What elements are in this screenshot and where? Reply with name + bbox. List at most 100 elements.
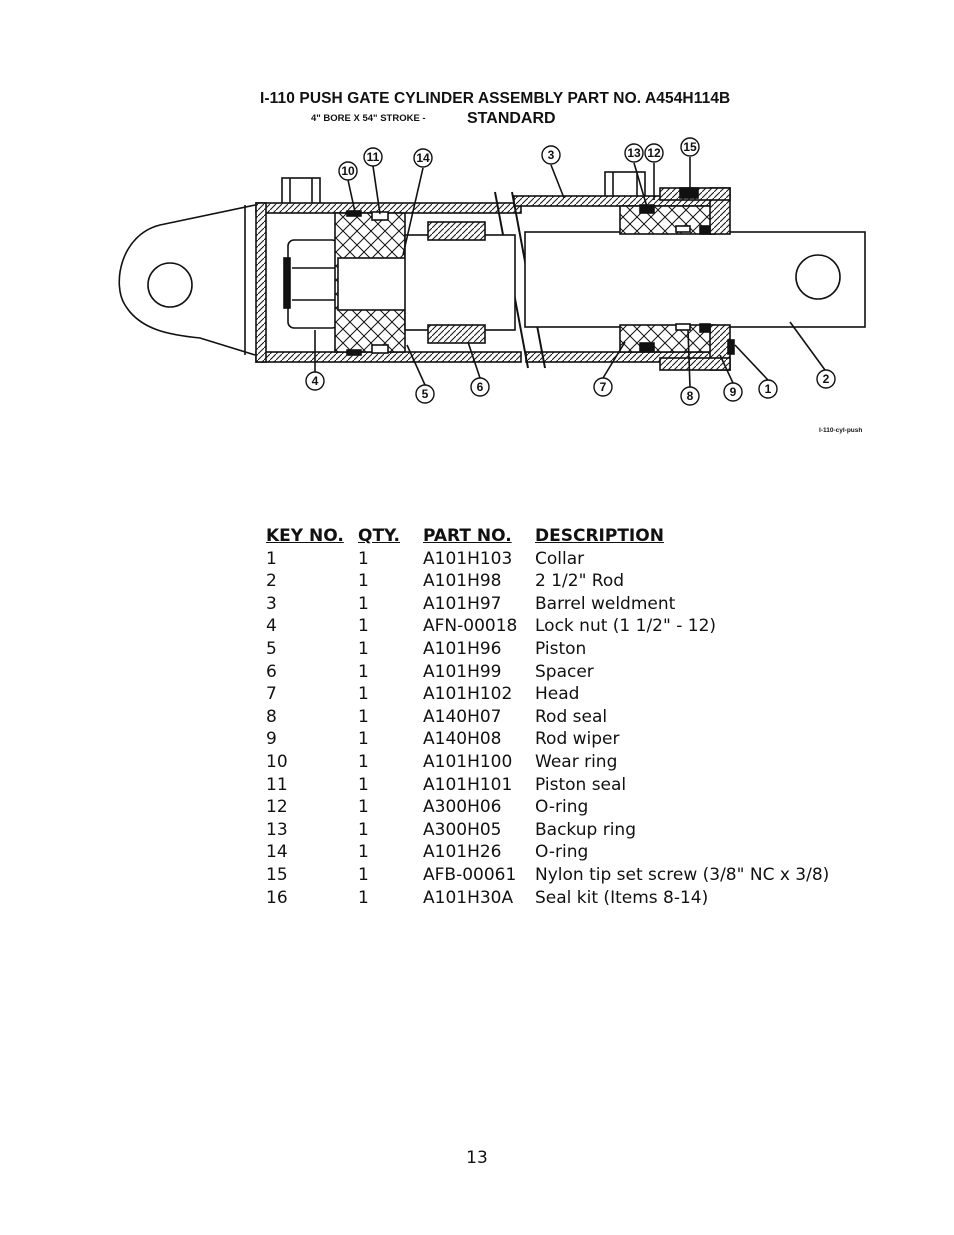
- page-number: 13: [466, 1148, 488, 1168]
- key-no-cell: 12: [266, 797, 288, 818]
- qty-cell: 1: [358, 729, 369, 750]
- part-no-cell: A101H96: [423, 638, 502, 659]
- key-no-cell: 15: [266, 864, 288, 885]
- svg-text:9: 9: [730, 385, 737, 399]
- qty-cell: 1: [358, 638, 369, 659]
- variant-label: STANDARD: [467, 110, 556, 127]
- key-no-cell: 5: [266, 638, 277, 659]
- qty-cell: 1: [358, 593, 369, 614]
- qty-cell: 1: [358, 751, 369, 772]
- callout-5: 5: [415, 384, 435, 404]
- key-no-cell: 11: [266, 774, 288, 795]
- svg-text:4: 4: [312, 374, 319, 388]
- svg-text:3: 3: [548, 148, 555, 162]
- description-cell: Rod wiper: [535, 729, 620, 750]
- key-no-cell: 2: [266, 571, 277, 592]
- description-cell: Rod seal: [535, 706, 608, 727]
- key-no-cell: 6: [266, 661, 277, 682]
- description-cell: 2 1/2" Rod: [535, 571, 625, 592]
- description-cell: Backup ring: [535, 819, 636, 840]
- svg-text:10: 10: [341, 164, 355, 178]
- header-part-no: PART NO.: [423, 526, 512, 546]
- header-key-no: KEY NO.: [266, 526, 344, 546]
- svg-text:14: 14: [416, 151, 430, 165]
- description-cell: Spacer: [535, 661, 594, 682]
- key-no-cell: 14: [266, 842, 288, 863]
- header-description: DESCRIPTION: [535, 526, 664, 546]
- key-no-cell: 1: [266, 548, 277, 569]
- qty-cell: 1: [358, 661, 369, 682]
- part-no-cell: A101H100: [423, 751, 513, 772]
- part-no-cell: A101H102: [423, 684, 513, 705]
- callout-13: 13: [624, 143, 644, 163]
- description-cell: Wear ring: [535, 751, 618, 772]
- key-no-cell: 9: [266, 729, 277, 750]
- header-qty: QTY.: [358, 526, 401, 546]
- part-no-cell: AFN-00018: [423, 616, 518, 637]
- callout-1: 1: [758, 379, 778, 399]
- key-no-cell: 13: [266, 819, 288, 840]
- svg-text:15: 15: [683, 140, 697, 154]
- description-cell: Head: [535, 684, 580, 705]
- qty-cell: 1: [358, 842, 369, 863]
- cylinder-assembly-drawing: 10 11 14 3 13 12 15 4 5 6 7 8 9 1 2: [118, 137, 866, 406]
- part-no-cell: A140H07: [423, 706, 502, 727]
- part-no-cell: A101H30A: [423, 887, 514, 908]
- description-cell: Piston: [535, 638, 587, 659]
- bore-stroke-spec: 4" BORE X 54" STROKE -: [311, 113, 426, 124]
- qty-cell: 1: [358, 864, 369, 885]
- qty-cell: 1: [358, 548, 369, 569]
- part-no-cell: A101H99: [423, 661, 502, 682]
- part-no-cell: A101H101: [423, 774, 513, 795]
- part-no-cell: AFB-00061: [423, 864, 517, 885]
- qty-cell: 1: [358, 616, 369, 637]
- description-cell: Lock nut (1 1/2" - 12): [535, 616, 717, 637]
- drawing-code: I-110-cyl-push: [819, 427, 863, 434]
- callout-10: 10: [338, 161, 358, 181]
- callout-11: 11: [363, 147, 383, 167]
- part-no-cell: A300H06: [423, 797, 502, 818]
- key-no-cell: 8: [266, 706, 277, 727]
- svg-text:7: 7: [600, 380, 607, 394]
- callout-12: 12: [644, 143, 664, 163]
- callout-8: 8: [680, 386, 700, 406]
- part-no-cell: A101H98: [423, 571, 502, 592]
- callout-6: 6: [470, 377, 490, 397]
- qty-cell: 1: [358, 571, 369, 592]
- svg-text:5: 5: [422, 387, 429, 401]
- description-cell: Nylon tip set screw (3/8" NC x 3/8): [535, 864, 830, 885]
- description-cell: O-ring: [535, 842, 589, 863]
- key-no-cell: 3: [266, 593, 277, 614]
- svg-text:12: 12: [647, 146, 661, 160]
- svg-text:1: 1: [765, 382, 772, 396]
- description-cell: Barrel weldment: [535, 593, 676, 614]
- description-cell: Piston seal: [535, 774, 627, 795]
- qty-cell: 1: [358, 797, 369, 818]
- key-no-cell: 7: [266, 684, 277, 705]
- page-title: I-110 PUSH GATE CYLINDER ASSEMBLY PART N…: [260, 90, 731, 107]
- svg-text:6: 6: [477, 380, 484, 394]
- svg-text:2: 2: [823, 372, 830, 386]
- callout-4: 4: [305, 371, 325, 391]
- description-cell: Collar: [535, 548, 585, 569]
- callout-2: 2: [816, 369, 836, 389]
- part-no-cell: A140H08: [423, 729, 502, 750]
- callout-15: 15: [680, 137, 700, 157]
- svg-text:13: 13: [627, 146, 641, 160]
- qty-cell: 1: [358, 819, 369, 840]
- part-no-cell: A300H05: [423, 819, 502, 840]
- svg-text:11: 11: [367, 150, 380, 164]
- description-cell: Seal kit (Items 8-14): [535, 887, 709, 908]
- part-no-cell: A101H103: [423, 548, 513, 569]
- callout-14: 14: [413, 148, 433, 168]
- qty-cell: 1: [358, 887, 369, 908]
- key-no-cell: 10: [266, 751, 288, 772]
- qty-cell: 1: [358, 706, 369, 727]
- part-no-cell: A101H26: [423, 842, 502, 863]
- qty-cell: 1: [358, 684, 369, 705]
- description-cell: O-ring: [535, 797, 589, 818]
- part-no-cell: A101H97: [423, 593, 502, 614]
- callout-3: 3: [541, 145, 561, 165]
- key-no-cell: 16: [266, 887, 288, 908]
- callout-7: 7: [593, 377, 613, 397]
